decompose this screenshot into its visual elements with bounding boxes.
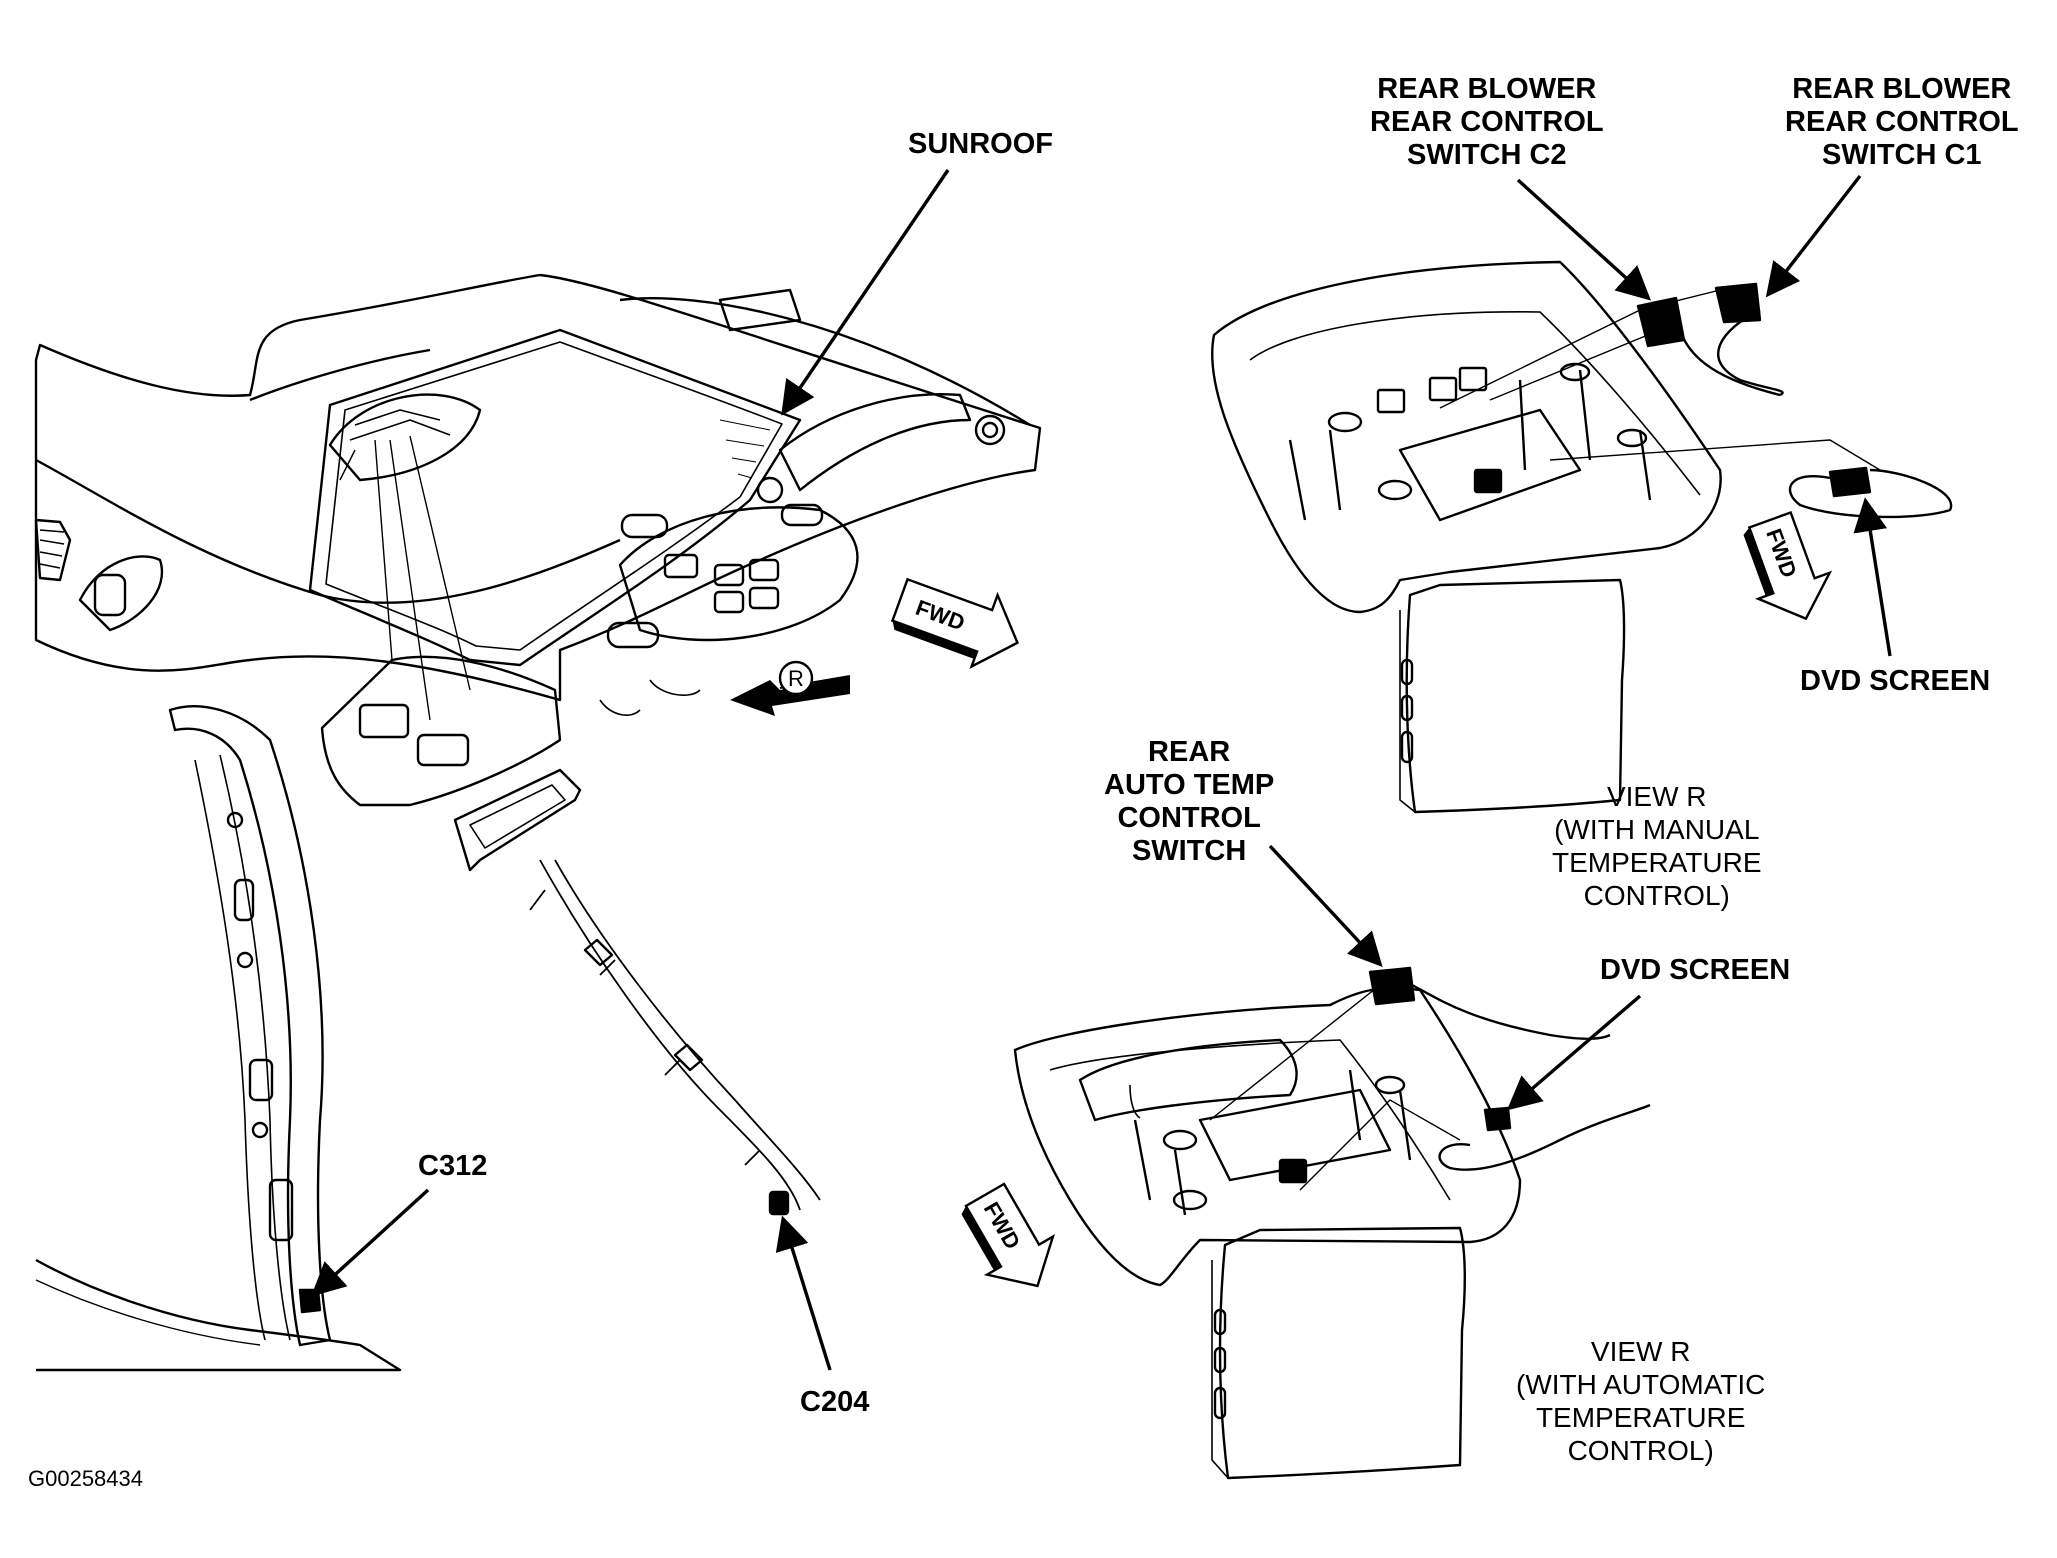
blower-c2-line-3: SWITCH C2 bbox=[1407, 139, 1567, 171]
auto-temp-connector bbox=[1368, 966, 1416, 1006]
dvd-connector-top bbox=[1828, 466, 1872, 498]
blower-c1-line-1: REAR BLOWER bbox=[1792, 73, 2012, 105]
sunroof-callout bbox=[781, 169, 950, 416]
auto-blower-cylinder bbox=[1078, 1038, 1298, 1122]
sunroof-label: SUNROOF bbox=[908, 128, 1053, 160]
pillar-base bbox=[35, 1258, 402, 1372]
view-r-letter: R bbox=[788, 666, 804, 691]
view-manual-line-4: CONTROL) bbox=[1583, 880, 1730, 911]
manual-dvd-screen bbox=[1405, 578, 1626, 814]
console-button-4 bbox=[713, 590, 745, 614]
auto-control-module bbox=[1198, 1088, 1392, 1182]
console-button-3 bbox=[748, 558, 780, 582]
c312-label: C312 bbox=[418, 1150, 488, 1182]
blower-c2-label: REAR BLOWER REAR CONTROL SWITCH C2 bbox=[1370, 73, 1604, 172]
blower-c2-line-1: REAR BLOWER bbox=[1377, 73, 1597, 105]
view-auto-line-1: VIEW R bbox=[1590, 1336, 1691, 1367]
manual-console-rim bbox=[1249, 311, 1701, 496]
view-auto-line-2: (WITH AUTOMATIC bbox=[1516, 1369, 1766, 1400]
view-auto-caption: VIEW R (WITH AUTOMATIC TEMPERATURE CONTR… bbox=[1516, 1335, 1765, 1467]
wiring-harness bbox=[529, 859, 821, 1211]
auto-temp-label: REAR AUTO TEMP CONTROL SWITCH bbox=[1104, 736, 1274, 868]
sunroof-glass bbox=[325, 341, 783, 651]
blower-c1-line-2: REAR CONTROL bbox=[1785, 106, 2019, 138]
view-manual-caption: VIEW R (WITH MANUAL TEMPERATURE CONTROL) bbox=[1552, 780, 1762, 912]
fwd-arrow-top-right: FWD bbox=[1743, 510, 1833, 621]
callout-arrows bbox=[310, 169, 1892, 1371]
pillar-trim bbox=[168, 705, 332, 1347]
headliner-front-edge bbox=[249, 348, 431, 402]
auto-console-rim bbox=[1049, 1039, 1451, 1201]
side-lamp bbox=[78, 555, 163, 632]
harness-clip-2 bbox=[673, 1043, 704, 1072]
headliner-inner-edge bbox=[35, 458, 621, 604]
auto-temp-pigtail bbox=[1411, 983, 1611, 1040]
rear-bracket bbox=[718, 288, 802, 332]
view-manual-line-2: (WITH MANUAL bbox=[1554, 814, 1760, 845]
dvd-top-callout bbox=[1853, 497, 1892, 657]
view-manual-line-1: VIEW R bbox=[1606, 781, 1707, 812]
blower-c2-callout bbox=[1516, 178, 1652, 301]
figure-id: G00258434 bbox=[28, 1466, 143, 1491]
c204-callout bbox=[775, 1215, 832, 1371]
view-r-marker bbox=[778, 660, 814, 696]
console-button-5 bbox=[748, 586, 780, 610]
headliner-outline bbox=[34, 273, 1042, 702]
c1-connector bbox=[1714, 282, 1762, 324]
c204-connector bbox=[768, 1190, 790, 1216]
console-button-2 bbox=[713, 563, 745, 587]
blower-c2-line-2: REAR CONTROL bbox=[1370, 106, 1604, 138]
front-console bbox=[618, 506, 859, 642]
dvd-connector-bottom bbox=[1483, 1106, 1512, 1132]
view-auto-line-3: TEMPERATURE bbox=[1535, 1402, 1746, 1433]
auto-temp-line-3: CONTROL bbox=[1117, 802, 1261, 834]
console-manual-view bbox=[1210, 260, 1953, 814]
rear-dvd-console bbox=[320, 655, 562, 807]
manual-control-module bbox=[1398, 408, 1582, 522]
dvd-pigtail-bottom bbox=[1438, 1103, 1651, 1171]
handle-bolt-right bbox=[974, 414, 1006, 446]
dome-lamp bbox=[328, 393, 482, 482]
rear-grille bbox=[34, 518, 72, 582]
headliner-rear-edge bbox=[619, 297, 1031, 427]
dvd-pigtail-top bbox=[1788, 468, 1953, 519]
headliner-assembly bbox=[34, 273, 1042, 1372]
grab-handle bbox=[778, 393, 972, 492]
auto-dvd-screen bbox=[1218, 1226, 1466, 1480]
console-automatic-view bbox=[1013, 966, 1651, 1480]
blower-c1-line-3: SWITCH C1 bbox=[1822, 139, 1982, 171]
auto-temp-callout bbox=[1268, 844, 1383, 967]
rear-dvd-screen bbox=[453, 768, 582, 872]
blower-c1-label: REAR BLOWER REAR CONTROL SWITCH C1 bbox=[1785, 73, 2019, 172]
c312-callout bbox=[310, 1188, 430, 1297]
sunroof-opening bbox=[308, 328, 802, 667]
blower-c1-callout bbox=[1765, 174, 1862, 298]
auto-temp-line-2: AUTO TEMP bbox=[1104, 769, 1275, 801]
c312-connector bbox=[298, 1288, 322, 1314]
dvd-screen-top-label: DVD SCREEN bbox=[1800, 665, 1991, 697]
manual-console-shell bbox=[1210, 260, 1722, 614]
view-manual-line-3: TEMPERATURE bbox=[1552, 847, 1762, 878]
dvd-screen-bottom-label: DVD SCREEN bbox=[1600, 954, 1791, 986]
c2-connector bbox=[1636, 296, 1686, 348]
harness-clip bbox=[583, 938, 614, 967]
dvd-bottom-callout bbox=[1506, 994, 1642, 1111]
view-r-arrow: R bbox=[730, 660, 851, 716]
c204-label: C204 bbox=[800, 1386, 870, 1418]
fwd-arrow-bottom-right: FWD bbox=[961, 1182, 1055, 1288]
auto-temp-line-1: REAR bbox=[1148, 736, 1231, 768]
fwd-arrow-left: FWD bbox=[890, 577, 1019, 669]
view-auto-line-4: CONTROL) bbox=[1567, 1435, 1714, 1466]
console-button-1 bbox=[663, 553, 699, 579]
auto-temp-line-4: SWITCH bbox=[1131, 835, 1247, 867]
auto-console-shell bbox=[1013, 986, 1522, 1287]
handle-bolt-left bbox=[756, 476, 784, 504]
